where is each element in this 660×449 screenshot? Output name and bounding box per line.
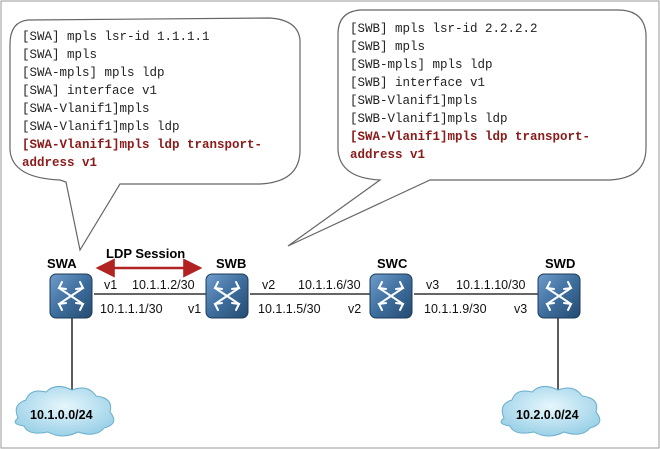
swa-cmd-line: [SWA] mpls xyxy=(22,48,97,62)
ip-label: 10.1.1.10/30 xyxy=(456,278,526,292)
cloud-icon xyxy=(500,386,601,437)
switch-icon xyxy=(49,273,93,319)
port-labels: v1 10.1.1.2/30 10.1.1.1/30 v1 v2 10.1.1.… xyxy=(100,278,527,316)
port-label: v1 xyxy=(104,278,117,292)
ldp-session-label: LDP Session xyxy=(106,246,185,261)
swa-cmd-line: [SWA] interface v1 xyxy=(22,84,157,98)
network-right-label: 10.2.0.0/24 xyxy=(516,408,579,422)
switch-swc[interactable]: SWC xyxy=(369,256,413,319)
swa-cmd-line: [SWA] mpls lsr-id 1.1.1.1 xyxy=(22,30,210,44)
swb-cmd-line: [SWB-Vlanif1]mpls ldp xyxy=(350,112,508,126)
port-label: v1 xyxy=(188,302,201,316)
swb-cmd-line: [SWB] mpls lsr-id 2.2.2.2 xyxy=(350,22,538,36)
swb-label: SWB xyxy=(216,256,246,271)
swb-cmd-line: [SWB-Vlanif1]mpls xyxy=(350,94,478,108)
network-left: 10.1.0.0/24 xyxy=(14,386,115,437)
swc-label: SWC xyxy=(377,256,408,271)
port-label: v3 xyxy=(514,302,527,316)
switch-swa[interactable]: SWA xyxy=(47,256,93,319)
cloud-icon xyxy=(14,386,115,437)
swa-cmd-line: [SWA-mpls] mpls ldp xyxy=(22,66,165,80)
ip-label: 10.1.1.9/30 xyxy=(424,302,487,316)
swa-label: SWA xyxy=(47,256,77,271)
callout-swb: [SWB] mpls lsr-id 2.2.2.2 [SWB] mpls [SW… xyxy=(287,9,647,247)
switch-icon xyxy=(205,273,249,319)
port-label: v2 xyxy=(348,302,361,316)
swb-cmd-line: [SWB] mpls xyxy=(350,40,425,54)
swa-cmd-line: [SWA-Vlanif1]mpls ldp xyxy=(22,120,180,134)
swd-label: SWD xyxy=(545,256,575,271)
swa-cmd-line-highlight: address v1 xyxy=(22,156,97,170)
swb-cmd-line: [SWB] interface v1 xyxy=(350,76,485,90)
ip-label: 10.1.1.1/30 xyxy=(100,302,163,316)
ip-label: 10.1.1.5/30 xyxy=(258,302,321,316)
swa-cmd-line-highlight: [SWA-Vlanif1]mpls ldp transport- xyxy=(22,138,262,152)
port-label: v3 xyxy=(426,278,439,292)
network-left-label: 10.1.0.0/24 xyxy=(30,408,93,422)
swb-cmd-line: [SWB-mpls] mpls ldp xyxy=(350,58,493,72)
swa-cmd-line: [SWA-Vlanif1]mpls xyxy=(22,102,150,116)
switch-icon xyxy=(537,273,581,319)
port-label: v2 xyxy=(262,278,275,292)
swb-cmd-line-highlight: [SWA-Vlanif1]mpls ldp transport- xyxy=(350,130,590,144)
ldp-session: LDP Session xyxy=(95,246,203,278)
switch-icon xyxy=(369,273,413,319)
ip-label: 10.1.1.6/30 xyxy=(298,278,361,292)
swb-cmd-line-highlight: address v1 xyxy=(350,148,425,162)
switch-swb[interactable]: SWB xyxy=(205,256,249,319)
ip-label: 10.1.1.2/30 xyxy=(132,278,195,292)
network-right: 10.2.0.0/24 xyxy=(500,386,601,437)
links xyxy=(71,293,559,400)
switch-swd[interactable]: SWD xyxy=(537,256,581,319)
callout-swa: [SWA] mpls lsr-id 1.1.1.1 [SWA] mpls [SW… xyxy=(9,17,301,252)
